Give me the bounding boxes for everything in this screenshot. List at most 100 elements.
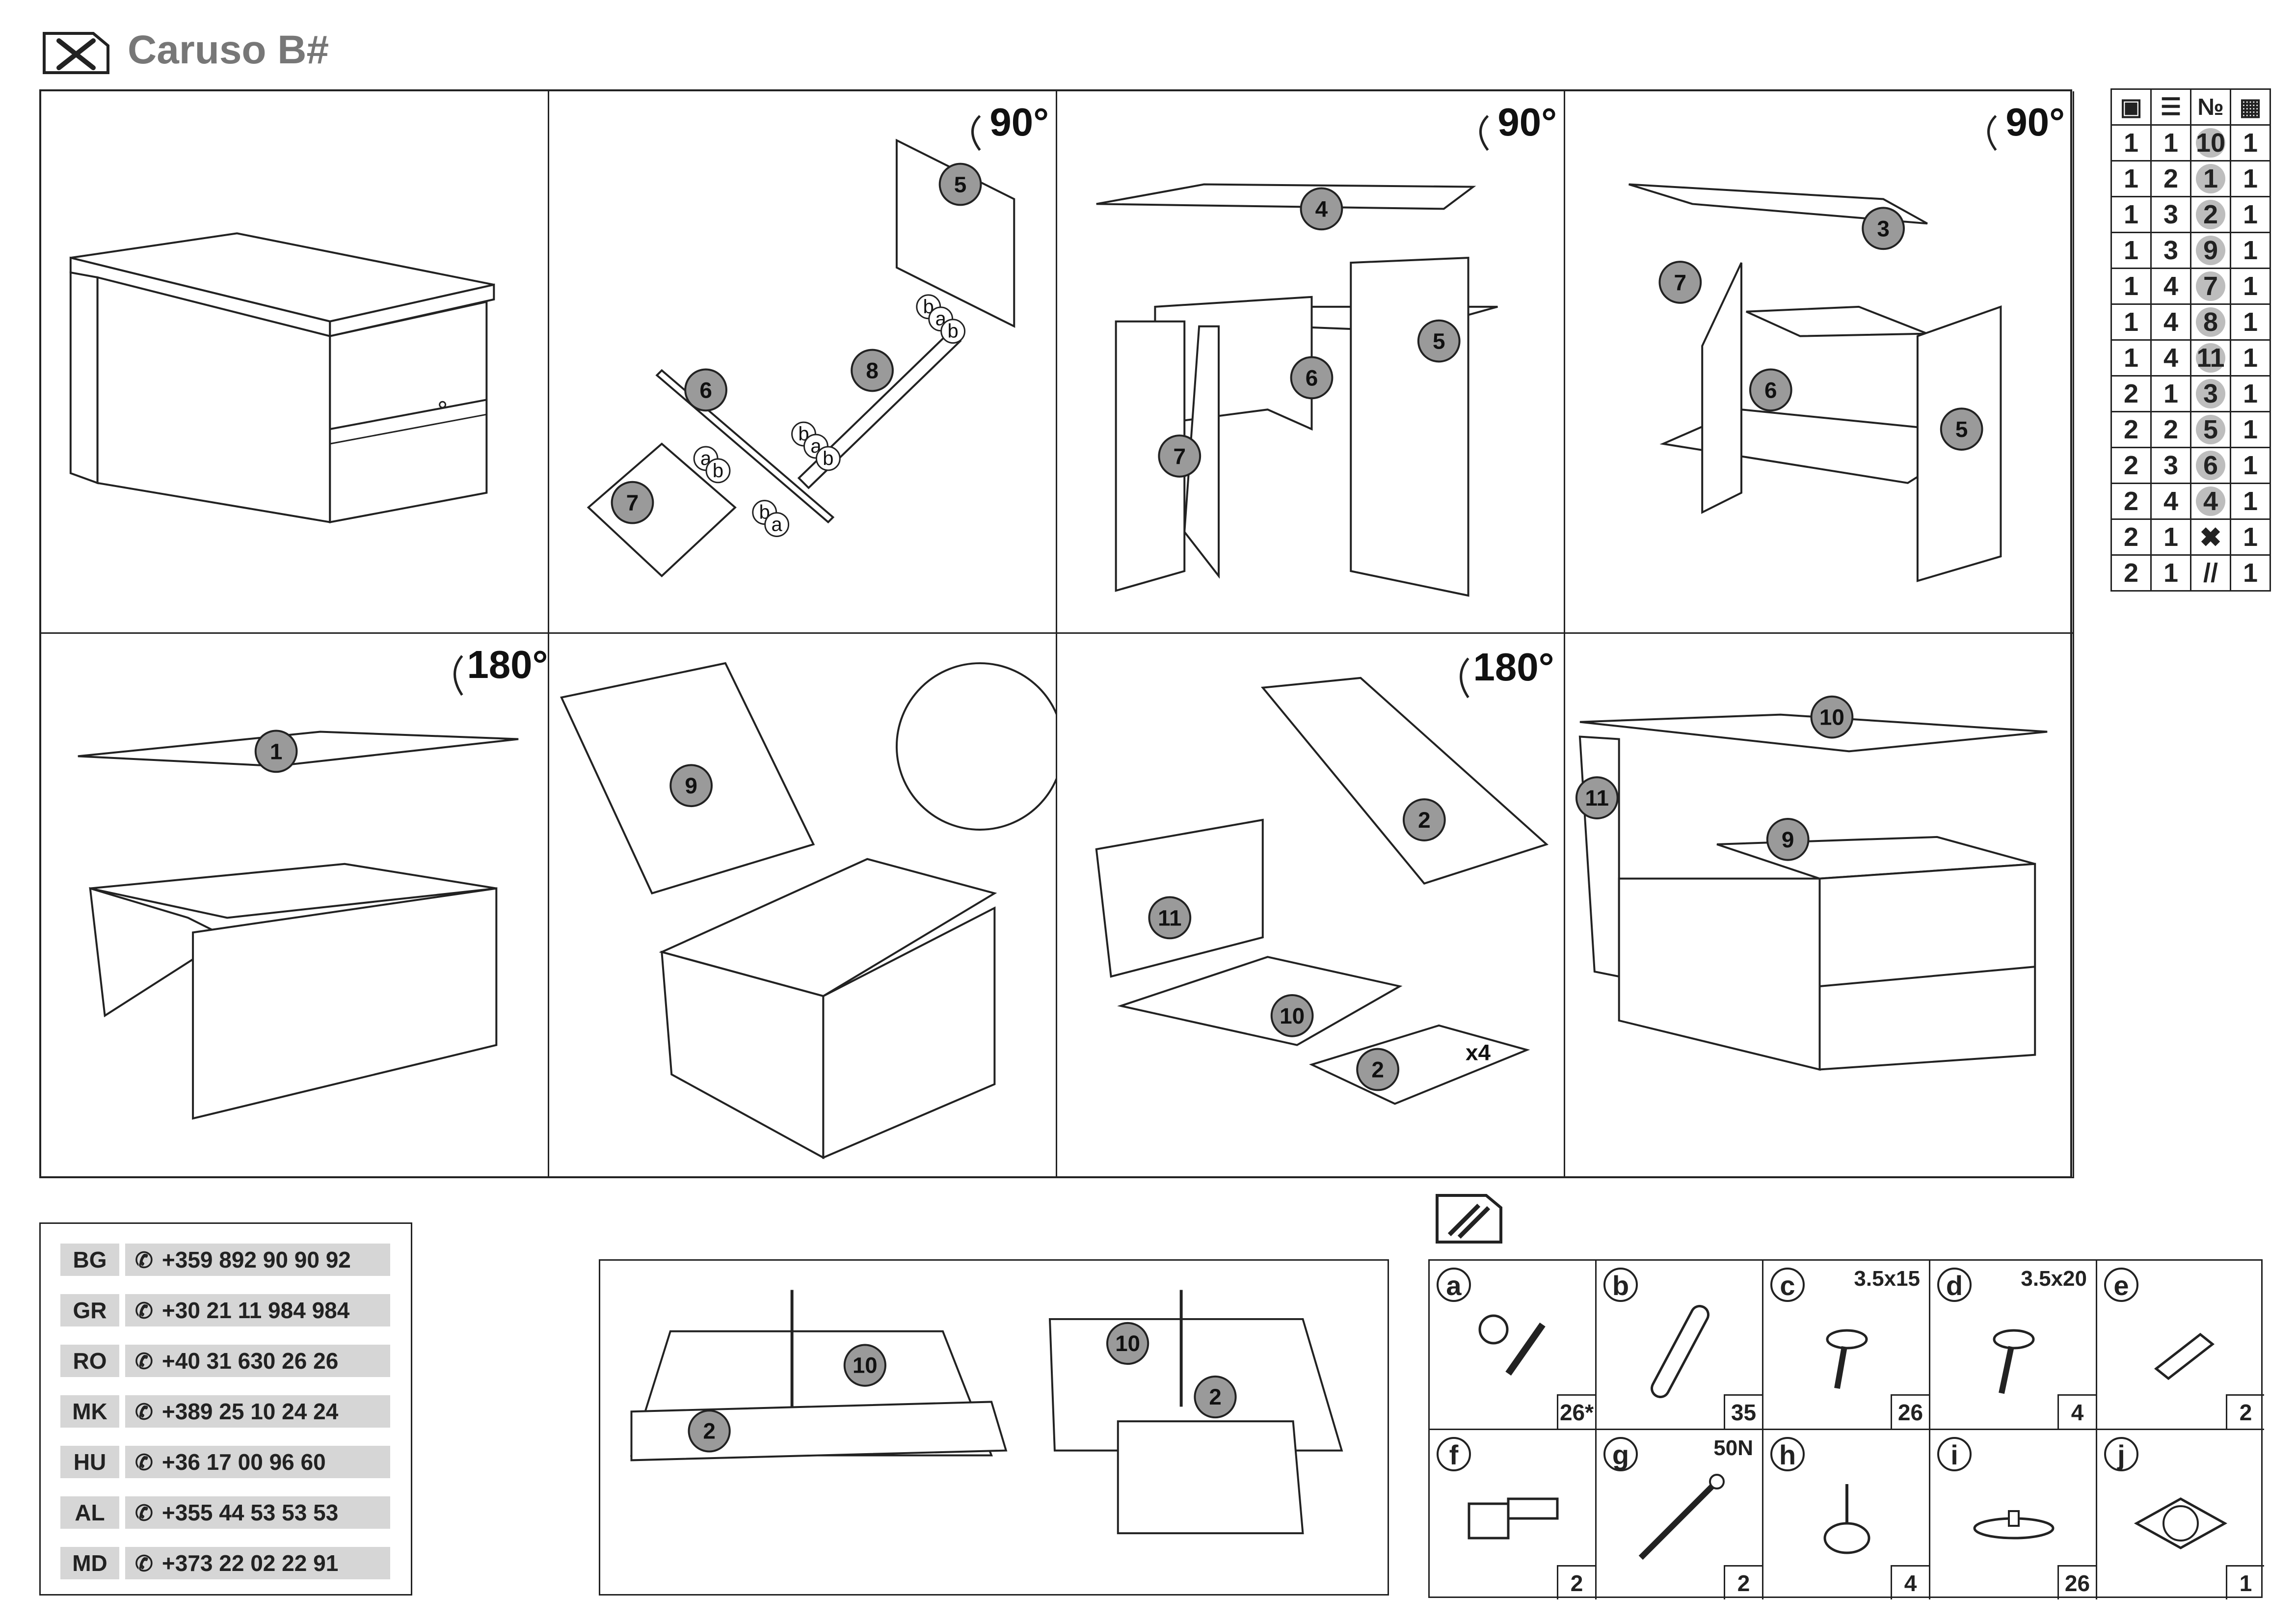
tools-icon: ✖ (2190, 518, 2231, 556)
step-7: 180° 2 11 10 2 x4 (1057, 634, 1565, 1178)
phone-icon: ✆ (135, 1299, 153, 1323)
hardware-icon (1436, 1194, 1502, 1244)
svg-text:7: 7 (626, 490, 639, 515)
svg-text:a: a (772, 514, 783, 536)
svg-text:6: 6 (1306, 365, 1318, 390)
table-cell: 10 (2190, 124, 2231, 162)
table-cell: 1 (2190, 160, 2231, 197)
swivel-plate-icon (2134, 1497, 2228, 1549)
hardware-qty: 26 (2057, 1565, 2096, 1599)
phone-row: RO✆+40 31 630 26 26 (60, 1345, 390, 1377)
box-icon: ▣ (2110, 88, 2152, 126)
table-cell: 1 (2150, 554, 2191, 592)
table-cell: 1 (2230, 160, 2271, 197)
step-6: 9 (549, 634, 1057, 1178)
phone-icon: ✆ (135, 1552, 153, 1576)
numbers-grid-icon: ▦ (2230, 88, 2271, 126)
svg-text:5: 5 (954, 172, 967, 197)
phone-number-text: +30 21 11 984 984 (161, 1298, 350, 1323)
table-cell: 2 (2110, 518, 2152, 556)
phone-row: HU✆+36 17 00 96 60 (60, 1446, 390, 1478)
table-cell: 2 (2110, 411, 2152, 448)
country-code: HU (60, 1446, 119, 1478)
part-number: 1 (2196, 164, 2225, 193)
gas-strut-icon (1638, 1474, 1725, 1560)
table-cell: 3 (2150, 447, 2191, 484)
svg-text:11: 11 (1585, 785, 1609, 811)
rotate-90-label: 90° (1497, 100, 1557, 144)
phone-number-text: +373 22 02 22 91 (161, 1550, 339, 1576)
support-phones: BG✆+359 892 90 90 92 GR✆+30 21 11 984 98… (39, 1222, 412, 1596)
part-number: 7 (2196, 271, 2225, 301)
phone-row: MK✆+389 25 10 24 24 (60, 1395, 390, 1428)
part-number: 9 (2196, 236, 2225, 265)
rotate-180-label: 180° (1473, 645, 1554, 689)
hardware-letter: b (1603, 1268, 1638, 1302)
wood-dowel-icon (1651, 1305, 1709, 1398)
phone-icon: ✆ (135, 1451, 153, 1475)
rotate-90-label: 90° (2005, 100, 2065, 144)
x4-label: x4 (1466, 1040, 1491, 1065)
table-cell: 1 (2230, 303, 2271, 341)
hardware-size: 3.5x15 (1854, 1267, 1920, 1291)
svg-text:2: 2 (1371, 1057, 1384, 1083)
table-cell: 1 (2230, 411, 2271, 448)
hardware-letter: e (2104, 1268, 2138, 1302)
number-header: № (2190, 88, 2231, 126)
step-4: 90° 3 7 6 5 (1565, 91, 2074, 634)
hardware-letter: c (1770, 1268, 1805, 1302)
swivel-detail: 10 2 10 2 (599, 1259, 1389, 1596)
table-cell: 2 (2110, 375, 2152, 412)
phone-number: ✆+355 44 53 53 53 (125, 1496, 390, 1529)
screw-icon (1993, 1329, 2035, 1394)
table-cell: 1 (2110, 268, 2152, 305)
hardware-qty: 1 (2226, 1565, 2264, 1599)
svg-text:7: 7 (1674, 270, 1687, 295)
hardware-item-c: c 3.5x15 26 (1763, 1261, 1930, 1430)
table-cell: 1 (2150, 375, 2191, 412)
phone-icon: ✆ (135, 1400, 153, 1424)
phone-number: ✆+36 17 00 96 60 (125, 1446, 390, 1478)
step-2: 90° 5 8 6 7 b a b b a b a b b a (549, 91, 1057, 634)
svg-text:7: 7 (1174, 443, 1186, 469)
table-cell: 4 (2150, 268, 2191, 305)
plate-icon (2154, 1332, 2215, 1380)
part-number: 2 (2196, 200, 2225, 229)
hardware-qty: 26 (1891, 1394, 1929, 1429)
step-8: 10 11 9 (1565, 634, 2074, 1178)
part-number: 4 (2196, 487, 2225, 516)
table-cell: 4 (2150, 303, 2191, 341)
table-cell: 2 (2150, 411, 2191, 448)
phone-number: ✆+40 31 630 26 26 (125, 1345, 390, 1377)
hardware-size: 50N (1713, 1436, 1753, 1460)
step-1-finished-table (41, 91, 549, 634)
part-number: 5 (2196, 415, 2225, 444)
phone-icon: ✆ (135, 1350, 153, 1374)
table-cell: 3 (2150, 196, 2191, 233)
cap-icon (1973, 1510, 2055, 1540)
svg-text:b: b (948, 321, 959, 342)
phone-number: ✆+389 25 10 24 24 (125, 1395, 390, 1428)
hardware-size: 3.5x20 (2021, 1267, 2087, 1291)
svg-text:1: 1 (270, 738, 283, 764)
hardware-qty: 2 (1557, 1565, 1595, 1599)
table-cell: 4 (2150, 483, 2191, 520)
svg-text:2: 2 (1418, 807, 1431, 833)
svg-text:8: 8 (866, 357, 879, 383)
country-code: MD (60, 1547, 119, 1579)
svg-text:11: 11 (1158, 905, 1181, 930)
table-cell: 9 (2190, 232, 2231, 269)
hardware-qty: 4 (2057, 1394, 2096, 1429)
